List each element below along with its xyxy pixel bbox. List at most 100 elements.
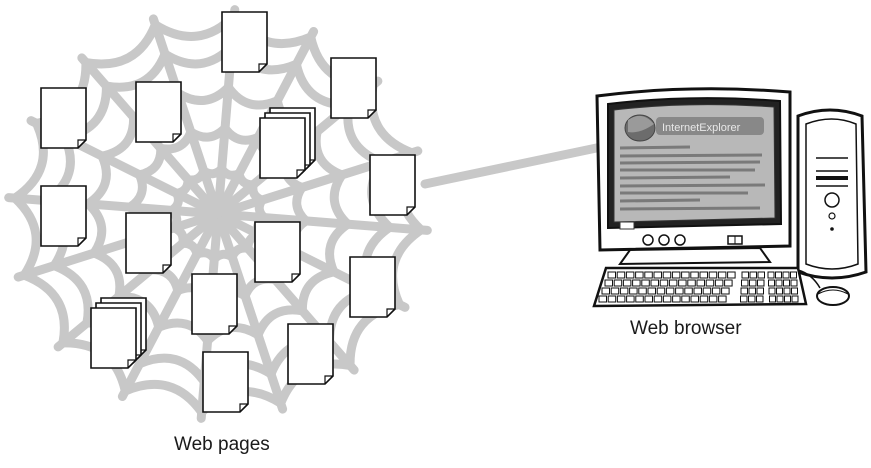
web-page-stack-icon xyxy=(90,297,147,369)
web-page-icon xyxy=(202,351,249,413)
keyboard-key xyxy=(775,271,782,279)
keyboard-key xyxy=(650,279,659,287)
keyboard-key xyxy=(684,287,693,295)
keyboard-key xyxy=(638,287,647,295)
keyboard-key xyxy=(678,279,687,287)
keyboard-key xyxy=(768,279,775,287)
web-spiral-ring xyxy=(167,164,269,264)
keyboard-key xyxy=(607,271,616,279)
web-pages-group xyxy=(40,11,416,413)
keyboard-key xyxy=(783,287,791,295)
keyboard-key xyxy=(702,287,712,295)
keyboard-key xyxy=(610,287,620,295)
keyboard-key xyxy=(671,271,681,279)
keyboard-key xyxy=(662,271,672,279)
keyboard-key xyxy=(775,279,783,287)
keyboard-key xyxy=(721,287,730,295)
keyboard-key xyxy=(708,295,718,303)
web-page-icon xyxy=(221,11,268,73)
web-pages-caption: Web pages xyxy=(174,434,270,455)
keyboard-key xyxy=(604,279,613,287)
keyboard-key xyxy=(629,287,638,295)
keyboard-key xyxy=(724,279,733,287)
keyboard-key xyxy=(718,295,727,303)
keyboard-key xyxy=(656,287,666,295)
web-page-icon xyxy=(330,57,377,119)
keyboard-key xyxy=(696,279,705,287)
keyboard-key xyxy=(768,287,776,295)
keyboard-key xyxy=(776,287,783,295)
keyboard-key xyxy=(708,271,718,279)
keyboard-key xyxy=(681,271,690,279)
screen-logo-text: InternetExplorer xyxy=(662,122,741,134)
keyboard-key xyxy=(635,295,644,303)
keyboard-key xyxy=(625,271,635,279)
keyboard-key xyxy=(672,295,681,303)
keyboard-key xyxy=(767,271,775,279)
keyboard-key xyxy=(705,279,715,287)
keyboard-key xyxy=(748,295,756,303)
keyboard-key xyxy=(616,295,626,303)
keyboard-key xyxy=(740,295,748,303)
keyboard-key xyxy=(607,295,617,303)
keyboard-key xyxy=(601,287,610,295)
web-page-icon xyxy=(191,273,238,335)
keyboard-key xyxy=(757,271,765,279)
keyboard-key xyxy=(687,279,696,287)
keyboard-key xyxy=(769,295,776,303)
web-page-icon xyxy=(40,87,87,149)
keyboard-key xyxy=(784,295,791,303)
keyboard-key xyxy=(717,271,727,279)
keyboard-key xyxy=(644,295,653,303)
keyboard-key xyxy=(632,279,641,287)
keyboard-key xyxy=(693,287,702,295)
keyboard-key xyxy=(647,287,656,295)
keyboard-key xyxy=(748,287,756,295)
computer-illustration: InternetExplorer xyxy=(592,87,868,308)
keyboard-key xyxy=(714,279,724,287)
web-page-icon xyxy=(40,185,87,247)
keyboard-key xyxy=(783,279,790,287)
keyboard-key xyxy=(741,271,749,279)
keyboard-key xyxy=(699,295,709,303)
keyboard-key xyxy=(668,279,678,287)
connection-line xyxy=(420,141,611,189)
monitor: InternetExplorer xyxy=(595,87,792,266)
keyboard-key xyxy=(756,295,764,303)
keyboard-key xyxy=(791,287,798,295)
web-page-icon xyxy=(254,221,301,283)
keyboard-key xyxy=(675,287,684,295)
keyboard-key xyxy=(690,271,699,279)
browser-screen-content: InternetExplorer xyxy=(619,114,766,230)
keyboard-key xyxy=(635,271,644,279)
keyboard-key xyxy=(659,279,669,287)
web-page-icon xyxy=(287,323,334,385)
keyboard-key xyxy=(727,271,736,279)
web-page-stack-icon xyxy=(259,107,316,179)
keyboard-key xyxy=(756,287,764,295)
keyboard-key xyxy=(711,287,721,295)
computer-tower xyxy=(796,108,868,280)
keyboard-key xyxy=(699,271,708,279)
web-page-icon xyxy=(125,212,172,274)
keyboard-key xyxy=(616,271,626,279)
keyboard-key xyxy=(749,271,757,279)
keyboard-key xyxy=(749,279,757,287)
keyboard-key xyxy=(681,295,690,303)
web-page-icon xyxy=(135,81,182,143)
web-page-icon xyxy=(369,154,416,216)
keyboard-key xyxy=(791,295,799,303)
keyboard-key xyxy=(757,279,765,287)
web-browser-caption: Web browser xyxy=(630,318,742,339)
keyboard-key xyxy=(622,279,632,287)
keyboard-key xyxy=(662,295,672,303)
keyboard xyxy=(592,266,808,308)
keyboard-key xyxy=(741,279,749,287)
keyboard-key xyxy=(598,295,607,303)
keyboard-key xyxy=(619,287,629,295)
keyboard-key xyxy=(776,295,784,303)
keyboard-key xyxy=(782,271,790,279)
keyboard-key xyxy=(690,295,699,303)
